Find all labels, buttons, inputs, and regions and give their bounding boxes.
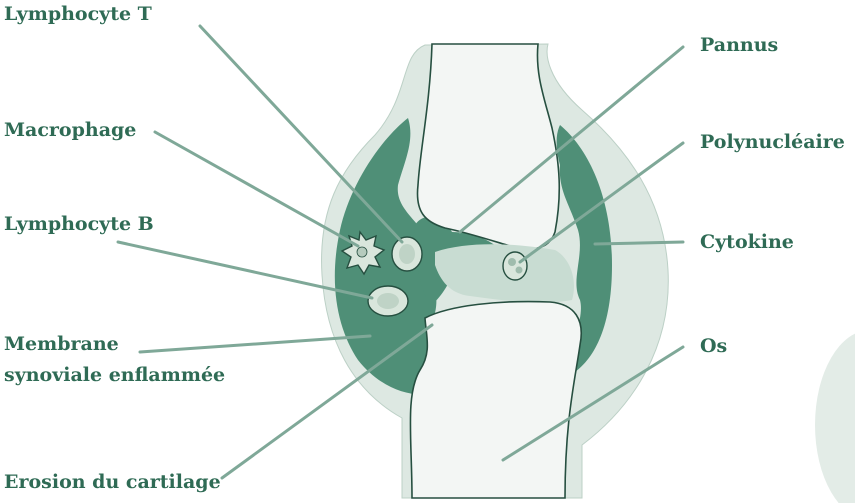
leader-line-membrane bbox=[140, 336, 370, 352]
leader-line-cytokine bbox=[595, 242, 683, 244]
label-polynucleaire: Polynucléaire bbox=[700, 130, 845, 154]
label-lymphocyte-t: Lymphocyte T bbox=[4, 2, 152, 26]
label-lymphocyte-b: Lymphocyte B bbox=[4, 212, 154, 236]
polynuclear-cell bbox=[503, 252, 527, 280]
leader-line-macrophage bbox=[155, 132, 358, 246]
upper-bone bbox=[417, 44, 559, 249]
background-blob bbox=[815, 330, 855, 503]
lower-bone bbox=[410, 302, 581, 498]
label-membrane-line2: synoviale enflammée bbox=[4, 363, 225, 387]
label-pannus: Pannus bbox=[700, 33, 778, 57]
label-cytokine: Cytokine bbox=[700, 230, 794, 254]
label-membrane-line1: Membrane bbox=[4, 332, 119, 356]
label-macrophage: Macrophage bbox=[4, 118, 136, 142]
leader-line-lymphocyte-t bbox=[200, 26, 402, 242]
label-os: Os bbox=[700, 334, 727, 358]
label-erosion: Erosion du cartilage bbox=[4, 470, 221, 494]
